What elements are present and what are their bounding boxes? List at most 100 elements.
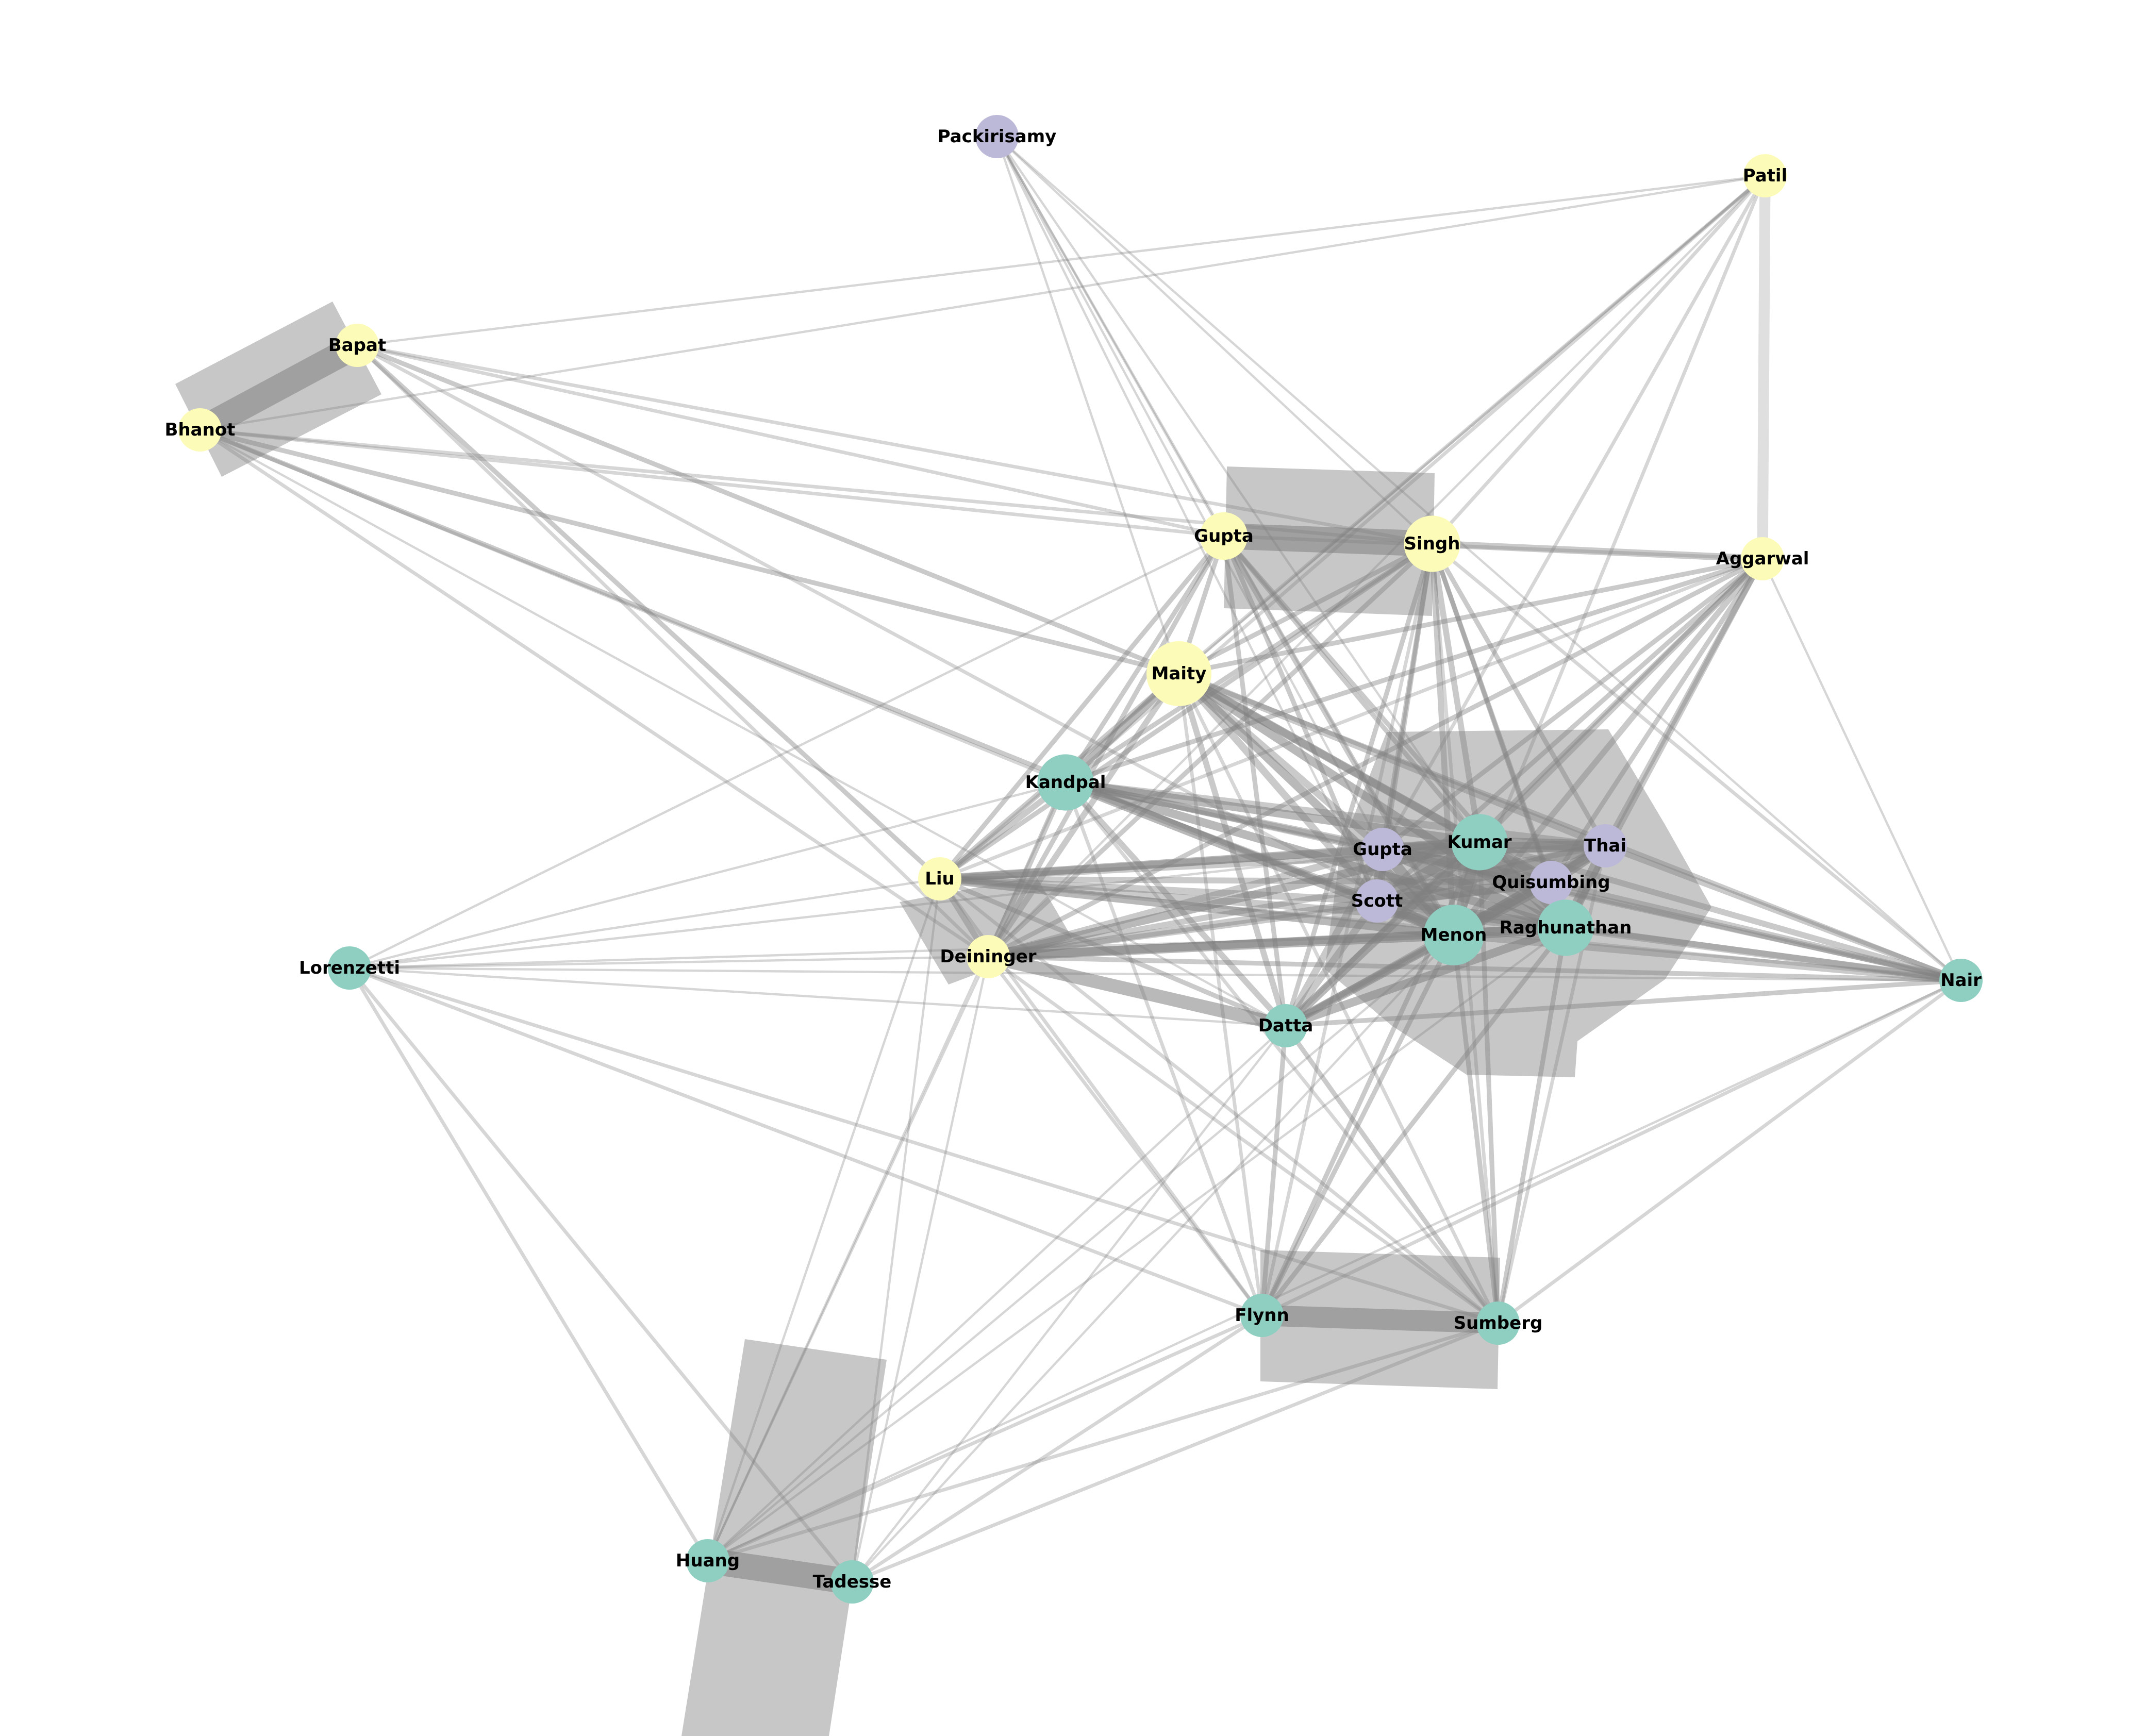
node-label-lorenzetti: Lorenzetti <box>299 958 400 978</box>
edge-patil-bhanot <box>199 174 1766 431</box>
edge-patil-singh <box>1431 174 1767 545</box>
edge-aggarwal-nair <box>1761 558 1962 981</box>
node-kandpal[interactable] <box>1037 754 1094 811</box>
node-liu[interactable] <box>918 857 961 900</box>
node-gupta_p[interactable] <box>1361 828 1404 871</box>
edge-singh-kandpal <box>1064 542 1434 784</box>
edge-aggarwal-thai <box>1602 557 1766 847</box>
edge-singh-thai <box>1430 542 1607 847</box>
node-label-datta: Datta <box>1258 1015 1313 1036</box>
edge-patil-aggarwal <box>1757 175 1771 559</box>
node-nair[interactable] <box>1939 959 1983 1002</box>
edge-kandpal-gupta_p <box>1065 779 1384 853</box>
edge-nair-flynn <box>1261 978 1962 1317</box>
node-patil[interactable] <box>1743 154 1787 197</box>
node-quisumbing[interactable] <box>1529 861 1573 904</box>
edge-patil-gupta_p <box>1381 175 1767 850</box>
edge-maity-deininger <box>986 672 1182 959</box>
node-label-tadesse: Tadesse <box>813 1572 892 1592</box>
node-raghunathan[interactable] <box>1537 899 1594 956</box>
edge-scott-liu <box>939 875 1377 905</box>
node-label-menon: Menon <box>1421 925 1487 945</box>
edge-maity-flynn <box>1177 673 1264 1316</box>
edge-lorenzetti-nair <box>349 966 1961 982</box>
node-tadesse[interactable] <box>830 1560 874 1604</box>
edge-aggarwal-gupta_p <box>1381 557 1764 852</box>
edge-quisumbing-nair <box>1550 879 1962 983</box>
edge-lorenzetti-huang <box>348 967 709 1562</box>
edge-patil-maity <box>1177 174 1767 675</box>
edge-patil-menon <box>1452 175 1767 936</box>
edge-bapat-liu <box>355 343 942 881</box>
edge-quisumbing-scott <box>1376 877 1552 907</box>
node-deininger[interactable] <box>967 935 1010 978</box>
node-sumberg[interactable] <box>1476 1301 1520 1345</box>
edge-nair-huang <box>707 979 1961 1562</box>
node-datta[interactable] <box>1264 1004 1307 1047</box>
edge-lorenzetti-flynn <box>348 966 1263 1317</box>
node-gupta_y[interactable] <box>1200 512 1248 560</box>
edge-deininger-flynn <box>987 955 1263 1317</box>
edge-datta-nair <box>1285 978 1961 1028</box>
edge-kandpal-kumar <box>1065 778 1481 847</box>
node-label-raghunathan: Raghunathan <box>1500 917 1632 938</box>
edge-sumberg-tadesse <box>851 1321 1499 1584</box>
edge-aggarwal-liu <box>939 557 1764 881</box>
edge-deininger-tadesse <box>851 956 990 1582</box>
edge-aggarwal-kandpal <box>1065 556 1764 785</box>
edge-singh-maity <box>1177 541 1434 676</box>
edge-bhanot-deininger <box>199 428 989 958</box>
node-packirisamy[interactable] <box>975 115 1019 158</box>
node-label-thai: Thai <box>1584 836 1626 856</box>
edge-datta-tadesse <box>851 1025 1287 1583</box>
edge-bapat-menon <box>356 344 1455 937</box>
edge-singh-deininger <box>986 542 1434 959</box>
edge-huang-tadesse <box>706 1548 854 1595</box>
edge-raghunathan-datta <box>1284 924 1567 1030</box>
edge-thai-nair <box>1604 843 1963 983</box>
edge-raghunathan-flynn <box>1260 926 1568 1317</box>
node-label-sumberg: Sumberg <box>1454 1313 1543 1333</box>
node-aggarwal[interactable] <box>1741 537 1784 580</box>
edge-sumberg-huang <box>707 1321 1499 1563</box>
edge-flynn-huang <box>707 1313 1263 1563</box>
node-flynn[interactable] <box>1240 1294 1284 1337</box>
node-label-nair: Nair <box>1940 970 1982 991</box>
edge-deininger-lorenzetti <box>349 955 989 970</box>
node-kumar[interactable] <box>1451 814 1508 871</box>
edge-bhanot-gupta_y <box>199 428 1224 538</box>
edge-gupta_y-lorenzetti <box>349 535 1224 969</box>
node-label-bhanot: Bhanot <box>165 420 236 440</box>
edge-menon-nair <box>1453 931 1961 984</box>
edge-singh-flynn <box>1260 543 1434 1316</box>
node-lorenzetti[interactable] <box>328 946 371 990</box>
edge-deininger-nair <box>988 954 1961 983</box>
edge-patil-deininger <box>987 175 1766 958</box>
node-label-aggarwal: Aggarwal <box>1716 548 1809 569</box>
edge-raghunathan-sumberg <box>1495 927 1568 1324</box>
node-singh[interactable] <box>1404 515 1460 572</box>
edge-bhanot-maity <box>199 427 1180 676</box>
node-bhanot[interactable] <box>178 408 222 452</box>
node-scott[interactable] <box>1355 879 1399 923</box>
edge-bapat-bhanot <box>194 333 363 442</box>
node-thai[interactable] <box>1584 824 1627 867</box>
node-huang[interactable] <box>686 1539 729 1582</box>
edge-menon-tadesse <box>851 934 1455 1583</box>
edge-deininger-sumberg <box>987 955 1499 1325</box>
edge-lorenzetti-sumberg <box>348 966 1499 1325</box>
edge-liu-tadesse <box>851 878 941 1582</box>
node-label-singh: Singh <box>1404 533 1460 554</box>
node-label-scott: Scott <box>1351 891 1403 911</box>
edge-liu-huang <box>706 878 941 1561</box>
node-label-quisumbing: Quisumbing <box>1492 872 1610 893</box>
node-bapat[interactable] <box>336 324 379 367</box>
loop-block-deininger <box>900 876 1072 984</box>
node-label-huang: Huang <box>676 1550 740 1571</box>
node-menon[interactable] <box>1423 905 1484 965</box>
node-maity[interactable] <box>1146 641 1211 706</box>
edge-singh-kumar <box>1429 543 1483 843</box>
edge-packirisamy-nair <box>996 136 1962 981</box>
